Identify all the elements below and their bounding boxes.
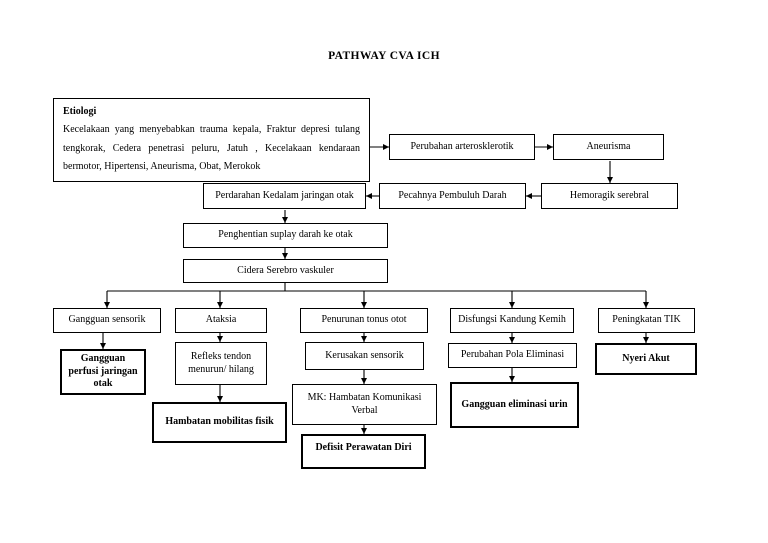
node-perdarahan-kedalam-jaringan-otak: Perdarahan Kedalam jaringan otak xyxy=(203,183,366,209)
node-kerusakan-sensorik: Kerusakan sensorik xyxy=(305,342,424,370)
node-refleks-tendon-menurun: Refleks tendon menurun/ hilang xyxy=(175,342,267,385)
etiologi-body: Kecelakaan yang menyebabkan trauma kepal… xyxy=(63,124,360,172)
node-nyeri-akut: Nyeri Akut xyxy=(595,343,697,375)
node-penghentian-suplay-darah: Penghentian suplay darah ke otak xyxy=(183,223,388,248)
node-cidera-serebro-vaskuler: Cidera Serebro vaskuler xyxy=(183,259,388,283)
node-gangguan-perfusi-jaringan-otak: Gangguan perfusi jaringan otak xyxy=(60,349,146,395)
node-gangguan-eliminasi-urin: Gangguan eliminasi urin xyxy=(450,382,579,428)
etiologi-heading: Etiologi xyxy=(63,106,97,117)
node-mk-hambatan-komunikasi-verbal: MK: Hambatan Komunikasi Verbal xyxy=(292,384,437,425)
node-perubahan-pola-eliminasi: Perubahan Pola Eliminasi xyxy=(448,343,577,368)
node-hemoragik-serebral: Hemoragik serebral xyxy=(541,183,678,209)
node-disfungsi-kandung-kemih: Disfungsi Kandung Kemih xyxy=(450,308,574,333)
etiologi-box: Etiologi Kecelakaan yang menyebabkan tra… xyxy=(53,98,370,182)
node-aneurisma: Aneurisma xyxy=(553,134,664,160)
node-penurunan-tonus-otot: Penurunan tonus otot xyxy=(300,308,428,333)
node-defisit-perawatan-diri: Defisit Perawatan Diri xyxy=(301,434,426,469)
node-gangguan-sensorik: Gangguan sensorik xyxy=(53,308,161,333)
node-peningkatan-tik: Peningkatan TIK xyxy=(598,308,695,333)
page-title: PATHWAY CVA ICH xyxy=(328,50,440,62)
node-hambatan-mobilitas-fisik: Hambatan mobilitas fisik xyxy=(152,402,287,443)
node-pecahnya-pembuluh-darah: Pecahnya Pembuluh Darah xyxy=(379,183,526,209)
node-ataksia: Ataksia xyxy=(175,308,267,333)
node-perubahan-arterosklerotik: Perubahan arterosklerotik xyxy=(389,134,535,160)
